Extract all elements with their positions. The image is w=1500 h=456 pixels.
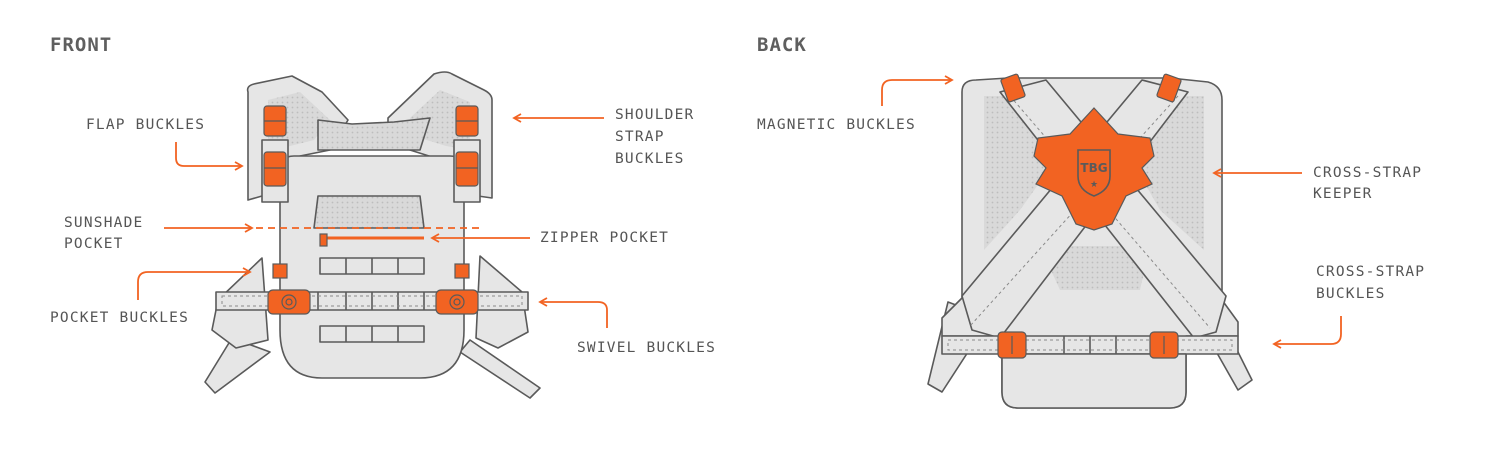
label-pocket-buckles: POCKET BUCKLES <box>50 310 190 326</box>
front-pocket-buckle-left <box>272 263 288 279</box>
svg-text:★: ★ <box>1090 180 1098 190</box>
label-shoulder-line2: STRAP <box>615 129 665 145</box>
front-swivel-buckle-right <box>435 289 479 315</box>
label-magnetic-buckles: MAGNETIC BUCKLES <box>757 117 916 133</box>
front-lower-strap-right <box>459 339 541 399</box>
label-shoulder-line3: BUCKLES <box>615 151 685 167</box>
arrow-pocket-buckles <box>137 267 252 300</box>
front-swivel-buckle-left <box>267 289 311 315</box>
front-flap-buckle-bottom-right <box>455 151 479 187</box>
label-shoulder-line1: SHOULDER <box>615 107 695 123</box>
label-keeper-line1: CROSS-STRAP <box>1313 165 1423 181</box>
label-cross-buckles-line2: BUCKLES <box>1316 286 1386 302</box>
front-flap-buckle-bottom-left <box>263 151 287 187</box>
label-swivel-buckles: SWIVEL BUCKLES <box>577 340 717 356</box>
back-cross-strap-keeper <box>1033 107 1155 231</box>
label-zipper-pocket: ZIPPER POCKET <box>540 230 670 246</box>
arrow-magnetic-buckles <box>881 75 954 106</box>
back-mesh-center <box>1040 246 1150 290</box>
back-magnetic-buckle-left <box>1000 73 1026 103</box>
front-pocket-buckle-right <box>454 263 470 279</box>
arrow-flap-buckles <box>175 142 244 171</box>
tbg-logo-text: TBG <box>1080 161 1107 175</box>
tbg-logo-icon: TBG ★ <box>1077 149 1111 197</box>
arrow-swivel-buckles <box>538 297 608 328</box>
label-cross-buckles-line1: CROSS-STRAP <box>1316 264 1426 280</box>
label-sunshade-pocket-line2: POCKET <box>64 236 124 252</box>
back-lower-panel <box>1001 353 1187 409</box>
back-heading: BACK <box>757 34 807 56</box>
front-heading: FRONT <box>50 34 113 56</box>
front-velcro-patch <box>313 195 425 229</box>
back-magnetic-buckle-right <box>1156 73 1182 103</box>
label-sunshade-pocket-line1: SUNSHADE <box>64 215 144 231</box>
front-mesh-center <box>317 117 431 151</box>
arrow-cross-strap-buckles <box>1272 316 1342 349</box>
label-keeper-line2: KEEPER <box>1313 186 1373 202</box>
front-lower-strap-left <box>204 337 271 394</box>
label-flap-buckles: FLAP BUCKLES <box>86 117 206 133</box>
